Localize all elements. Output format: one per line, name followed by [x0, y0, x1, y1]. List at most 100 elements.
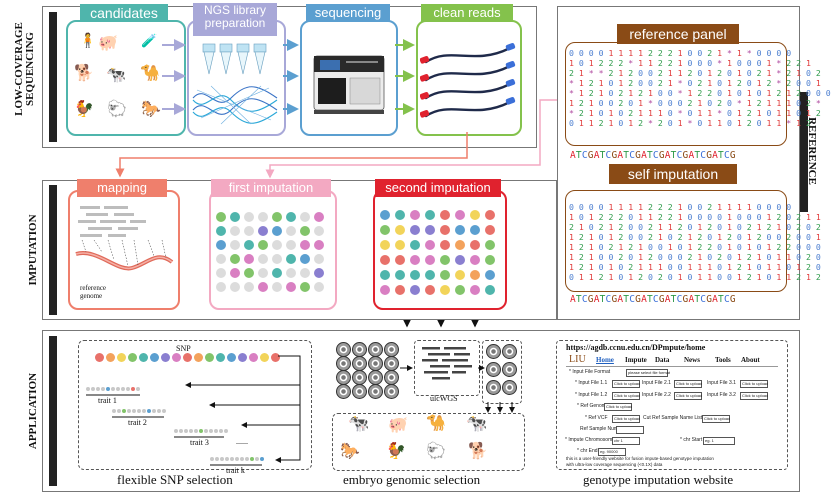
human-icon: 🧍 — [79, 34, 97, 49]
trait-dot — [214, 429, 218, 433]
first-imputation-header: first imputation — [211, 179, 331, 197]
matrix-row: 1 2 1 0 0 2 0 1 * 0 0 0 2 1 0 2 0 * 1 2 … — [569, 98, 821, 108]
genotype-dot — [286, 226, 296, 236]
trait-dot — [215, 457, 219, 461]
sequencer-icon — [313, 55, 385, 114]
chr-start-label: * chr Start — [680, 437, 703, 443]
genotype-dot — [286, 282, 296, 292]
genotype-dot — [380, 210, 390, 220]
genotype-dot — [244, 240, 254, 250]
chicken-icon: 🐓 — [386, 443, 406, 460]
trait-dot — [225, 457, 229, 461]
trait-dot — [189, 429, 193, 433]
second-imputation-header: second imputation — [375, 179, 501, 197]
genotype-dot — [216, 226, 226, 236]
genotype-dot — [455, 285, 465, 295]
genotype-dot — [395, 225, 405, 235]
sheep-icon: 🐑 — [426, 443, 446, 460]
genotype-dot — [455, 210, 465, 220]
ref-genome-upload[interactable]: Click to upload — [604, 403, 633, 411]
pcr-tubes — [202, 43, 267, 75]
genotype-dot — [425, 225, 435, 235]
genotype-dot — [244, 282, 254, 292]
self-imputation-header: self imputation — [609, 164, 737, 184]
chr-start-input[interactable]: eg. 1 — [703, 437, 735, 445]
dog-icon: 🐕 — [74, 65, 94, 82]
matrix-row: 1 0 1 2 2 2 0 1 1 2 2 1 0 0 0 0 1 0 0 0 … — [569, 212, 821, 222]
embryo-icon — [502, 362, 517, 377]
reference-bar — [800, 92, 808, 212]
genotype-dot — [410, 285, 420, 295]
trait-dot — [174, 429, 178, 433]
ngs-illustration — [192, 43, 278, 125]
trait-dot — [255, 457, 259, 461]
genotype-dot — [485, 285, 495, 295]
genotype-dot — [230, 282, 240, 292]
trait-dot — [235, 457, 239, 461]
candidates-box — [66, 20, 186, 136]
ref-vcf-upload[interactable]: Click to upload — [612, 415, 641, 423]
website-url[interactable]: https://agdb.ccnu.edu.cn/DPmpute/home — [566, 343, 706, 352]
genotype-dot — [216, 268, 226, 278]
website-logo[interactable]: LIU — [569, 354, 586, 365]
upload-file-2-1-button[interactable]: Click to upload — [674, 380, 703, 388]
genotype-dot — [470, 225, 480, 235]
flexible-snp-caption: flexible SNP selection — [117, 472, 233, 487]
trait-dot — [91, 387, 95, 391]
nav-tools[interactable]: Tools — [715, 356, 731, 364]
ref-sample-input[interactable] — [616, 426, 644, 434]
matrix-row: 1 2 1 0 1 2 0 0 2 1 0 2 1 2 0 1 2 0 1 2 … — [569, 232, 821, 242]
genotype-dot — [425, 210, 435, 220]
cut-ref-label: Cut Ref Sample Name List — [643, 415, 703, 421]
genotype-dot — [470, 285, 480, 295]
genotype-dot — [485, 210, 495, 220]
pig-icon: 🐖 — [388, 417, 408, 434]
input-format-select[interactable]: please select file format — [626, 369, 671, 377]
genotype-dot — [455, 240, 465, 250]
self-imputation-box — [565, 190, 787, 292]
genotype-dot — [314, 254, 324, 264]
genotype-dot — [272, 212, 282, 222]
upload-file-3-2-button[interactable]: Click to upload — [740, 392, 769, 400]
camel-icon: 🐪 — [140, 65, 160, 82]
genotype-dot — [216, 254, 226, 264]
chromosome-select[interactable]: chr 1 — [612, 437, 640, 445]
snp-dashed-box — [78, 340, 312, 470]
nav-impute[interactable]: Impute — [625, 356, 647, 364]
genotype-dot — [440, 270, 450, 280]
trait-dot — [260, 457, 264, 461]
reference-genome-curve — [75, 239, 174, 271]
cow-icon: 🐄 — [348, 414, 370, 433]
website-mockup — [556, 340, 788, 470]
upload-file-1-1-button[interactable]: Click to upload — [612, 380, 641, 388]
cut-ref-upload[interactable]: Click to upload — [702, 415, 731, 423]
genotype-dot — [440, 210, 450, 220]
ulcwgs-reads — [422, 347, 472, 380]
trait-dot — [147, 409, 151, 413]
upload-file-3-1-button[interactable]: Click to upload — [740, 380, 769, 388]
genotype-dot — [258, 212, 268, 222]
trait-dot — [230, 457, 234, 461]
genotype-dot — [300, 226, 310, 236]
reference-panel-box — [565, 42, 787, 146]
genotype-dot — [425, 240, 435, 250]
self-dna-sequence: ATCGATCGATCGATCGATCGATCGATCG — [570, 294, 736, 305]
chromosome-label: * Impute Chromosome — [565, 437, 616, 443]
trait-dot — [152, 409, 156, 413]
nav-home[interactable]: Home — [596, 356, 614, 364]
upload-file-1-2-button[interactable]: Click to upload — [612, 392, 641, 400]
genotype-dot — [300, 268, 310, 278]
genotype-dot — [395, 210, 405, 220]
genotype-dot — [286, 212, 296, 222]
upload-file-2-2-button[interactable]: Click to upload — [674, 392, 703, 400]
genotype-dot — [410, 270, 420, 280]
chr-end-input[interactable]: eg. 90000 — [598, 448, 626, 456]
nav-data[interactable]: Data — [655, 356, 670, 364]
trait-dot — [199, 429, 203, 433]
snp-dot — [161, 353, 170, 362]
nav-about[interactable]: About — [741, 356, 760, 364]
trait-dot — [224, 429, 228, 433]
nav-news[interactable]: News — [684, 356, 700, 364]
